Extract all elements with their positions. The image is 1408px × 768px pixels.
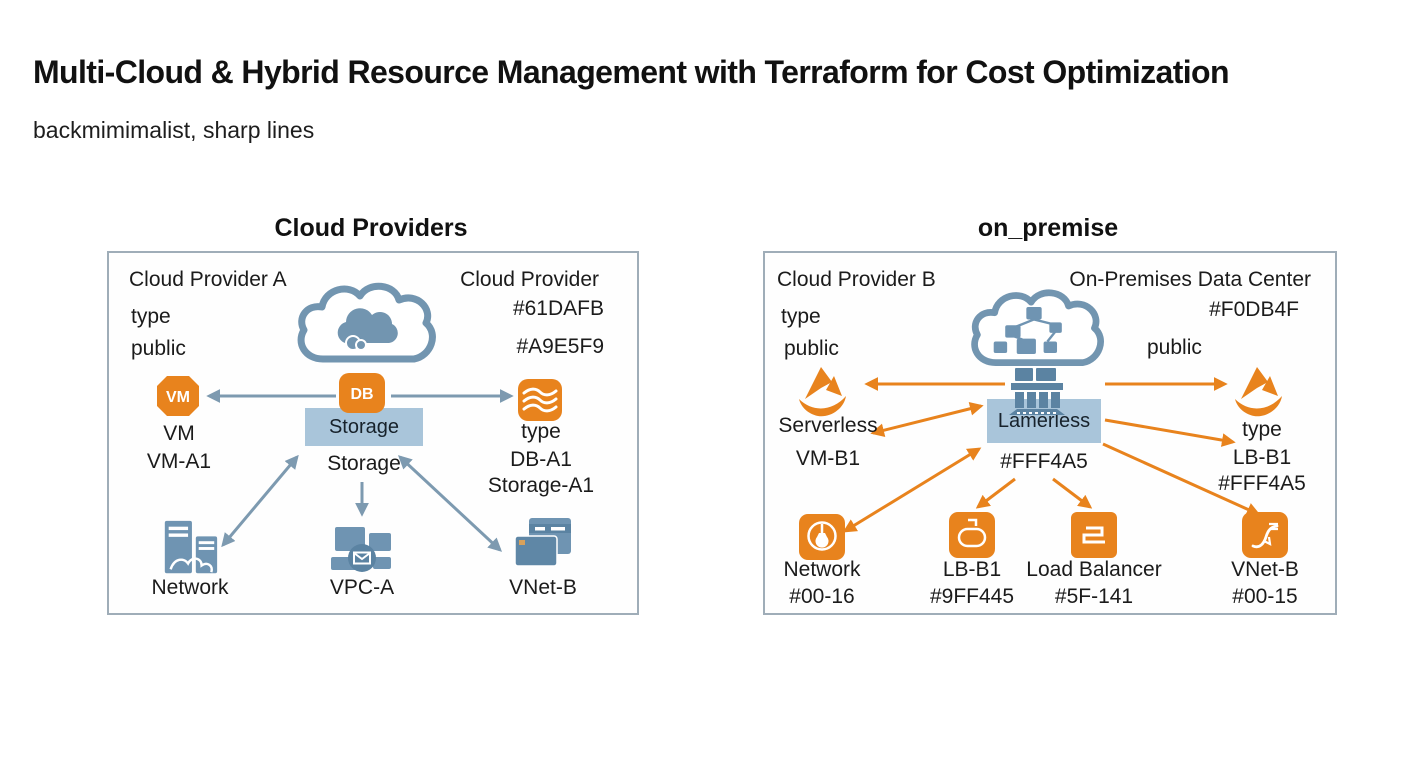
cards-icon xyxy=(513,516,573,572)
datacenter-building-icon xyxy=(1005,368,1069,420)
network-node-label: Network xyxy=(151,576,229,599)
page-title: Multi-Cloud & Hybrid Resource Management… xyxy=(33,54,1230,90)
cloud-network-icon xyxy=(963,283,1105,377)
vm-node-id: VM-A1 xyxy=(146,450,212,473)
vm-badge-text: VM xyxy=(166,389,190,406)
db-badge-text: DB xyxy=(350,386,373,403)
waves-icon xyxy=(517,378,563,422)
provider-a-type-value: public xyxy=(131,337,186,360)
provider-a-type-label: type xyxy=(131,305,171,328)
datacenter-name: On-Premises Data Center xyxy=(1069,268,1311,291)
lamerless-caption: #FFF4A5 xyxy=(1000,450,1088,473)
r-lbb1-label: LB-B1 xyxy=(942,558,1002,581)
db-node-id: DB-A1 xyxy=(510,448,572,471)
provider-b-name: Cloud Provider B xyxy=(777,268,936,291)
left-panel: Cloud Provider A type public Cloud Provi… xyxy=(107,251,639,615)
r-network-label: Network xyxy=(783,558,861,581)
vpc-node-label: VPC-A xyxy=(329,576,395,599)
vpc-icon xyxy=(329,521,395,575)
a-logo-icon-left xyxy=(793,361,857,423)
vm-node-label: VM xyxy=(163,422,195,445)
provider-right-name: Cloud Provider xyxy=(460,268,599,291)
db-node-storage-id: Storage-A1 xyxy=(487,474,595,497)
vnet-node-label: VNet-B xyxy=(509,576,577,599)
storage-box: Storage xyxy=(305,408,423,446)
provider-right-code1: #61DAFB xyxy=(512,297,604,320)
r-network-code: #00-16 xyxy=(789,585,855,608)
datacenter-code: #F0DB4F xyxy=(1209,298,1299,321)
serverless-label: Serverless xyxy=(778,414,878,437)
datacenter-visibility: public xyxy=(1147,336,1202,359)
right-panel: Cloud Provider B type public xyxy=(763,251,1337,615)
r-loadbalancer-code: #5F-141 xyxy=(1054,585,1134,608)
serverless-id: VM-B1 xyxy=(795,447,861,470)
storage-box-label: Storage xyxy=(328,415,400,438)
left-panel-title: Cloud Providers xyxy=(274,214,468,242)
tray-icon xyxy=(1071,512,1117,558)
page-subtitle: backmimimalist, sharp lines xyxy=(33,117,315,143)
lb-node-type: type xyxy=(1242,418,1282,441)
r-vnet-code: #00-15 xyxy=(1232,585,1298,608)
db-badge-icon: DB xyxy=(338,372,386,414)
swoosh-icon xyxy=(1242,512,1288,558)
cloud-outline-icon xyxy=(289,277,437,373)
right-panel-title: on_premise xyxy=(977,214,1119,242)
db-node-type: type xyxy=(521,420,561,443)
servers-icon xyxy=(159,518,221,578)
gauge-flask-icon xyxy=(799,514,845,560)
a-logo-icon-right xyxy=(1229,361,1293,423)
lb-node-id: LB-B1 xyxy=(1232,446,1292,469)
provider-a-name: Cloud Provider A xyxy=(129,268,287,291)
storage-caption: Storage xyxy=(327,452,401,475)
r-vnet-label: VNet-B xyxy=(1231,558,1299,581)
r-loadbalancer-label: Load Balancer xyxy=(1026,558,1162,581)
provider-b-type-label: type xyxy=(781,305,821,328)
provider-b-type-value: public xyxy=(784,337,839,360)
r-lbb1-code: #9FF445 xyxy=(929,585,1015,608)
pot-outline-icon xyxy=(949,512,995,558)
lb-node-code: #FFF4A5 xyxy=(1218,472,1306,495)
provider-right-code2: #A9E5F9 xyxy=(516,335,604,358)
vm-badge-icon: VM xyxy=(155,374,201,418)
